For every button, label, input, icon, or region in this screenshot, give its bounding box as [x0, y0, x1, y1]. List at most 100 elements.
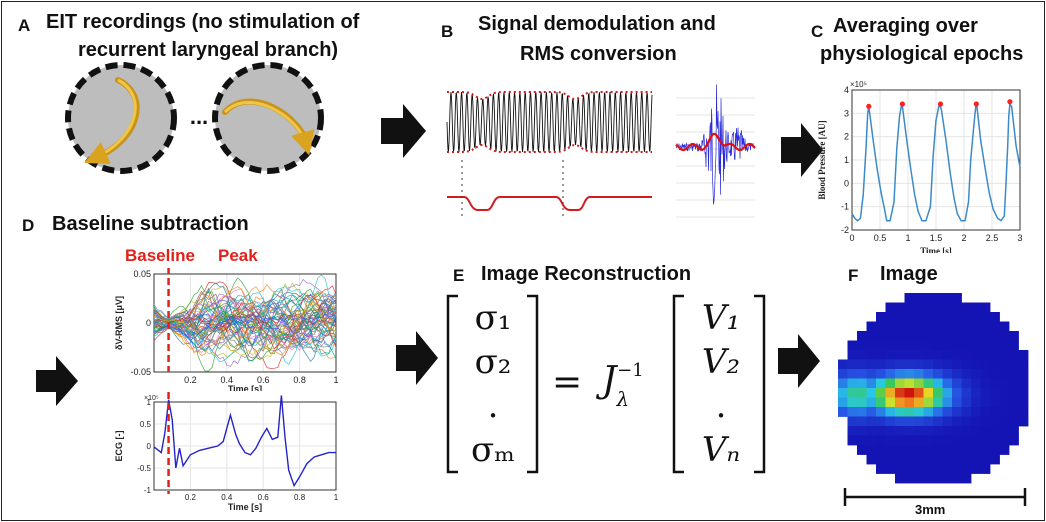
image-pixel — [914, 407, 924, 417]
image-pixel — [980, 388, 991, 398]
image-pixel — [952, 473, 962, 484]
image-pixel — [952, 435, 962, 446]
image-pixel — [876, 321, 886, 332]
image-pixel — [914, 340, 924, 351]
image-pixel — [838, 378, 848, 389]
image-pixel — [990, 340, 1000, 351]
image-pixel — [885, 426, 896, 436]
image-pixel — [876, 331, 886, 341]
image-pixel — [895, 426, 905, 436]
panel-c-letter: C — [811, 22, 824, 41]
image-pixel — [990, 435, 1000, 446]
image-pixel — [885, 302, 896, 313]
image-pixel — [933, 331, 943, 341]
image-pixel — [857, 340, 867, 351]
image-pixel — [847, 416, 858, 427]
image-pixel — [971, 302, 981, 313]
image-pixel — [980, 312, 991, 322]
image-pixel — [876, 454, 886, 465]
sigma-2: σ₂ — [474, 342, 512, 382]
image-pixel — [990, 388, 1000, 398]
image-pixel — [885, 350, 896, 360]
image-pixel — [914, 388, 924, 398]
image-pixel — [933, 416, 943, 427]
rms-envelope — [675, 132, 756, 152]
image-pixel — [942, 454, 953, 465]
image-pixel — [933, 454, 943, 465]
image-pixel — [971, 388, 981, 398]
image-pixel — [942, 340, 953, 351]
image-pixel — [914, 321, 924, 332]
x-tick-label: 0.2 — [184, 375, 197, 385]
image-pixel — [961, 454, 972, 465]
y-tick-label: -1 — [144, 486, 152, 495]
image-pixel — [980, 378, 991, 389]
image-pixel — [933, 388, 943, 398]
reconstructed-image — [838, 293, 1029, 484]
y-tick-label: -0.05 — [130, 367, 151, 377]
rms-trace — [153, 285, 337, 362]
image-pixel — [961, 359, 972, 370]
image-pixel — [980, 331, 991, 341]
image-pixel — [961, 426, 972, 436]
image-pixel — [838, 388, 848, 398]
image-pixel — [895, 473, 905, 484]
image-pixel — [914, 369, 924, 379]
ecg-ylabel: ECG [-] — [114, 431, 124, 462]
rhs-vector: V₁ V₂ . Vₙ — [682, 296, 760, 472]
image-pixel — [838, 369, 848, 379]
image-pixel — [914, 302, 924, 313]
panel-e-letter: E — [453, 266, 465, 285]
image-pixel — [904, 302, 915, 313]
image-pixel — [971, 435, 981, 446]
image-pixel — [1009, 369, 1019, 379]
image-pixel — [933, 293, 943, 303]
x-tick-label: 1 — [333, 375, 338, 385]
image-pixel — [971, 321, 981, 332]
image-pixel — [952, 331, 962, 341]
image-pixel — [980, 416, 991, 427]
lhs-vector: σ₁ σ₂ . σₘ — [454, 296, 532, 472]
image-pixel — [1009, 416, 1019, 427]
image-pixel — [1018, 407, 1029, 417]
image-pixel — [980, 321, 991, 332]
image-pixel — [914, 445, 924, 455]
image-pixel — [904, 359, 915, 370]
image-pixel — [857, 445, 867, 455]
image-pixel — [952, 350, 962, 360]
image-pixel — [857, 388, 867, 398]
image-pixel — [866, 397, 877, 408]
image-pixel — [933, 473, 943, 484]
v-2: V₂ — [701, 342, 741, 382]
image-pixel — [1018, 369, 1029, 379]
ecg-exponent: ×10⁵ — [144, 395, 159, 402]
image-pixel — [971, 378, 981, 389]
flow-arrow-d-to-e — [396, 331, 438, 385]
image-pixel — [857, 359, 867, 370]
image-pixel — [961, 350, 972, 360]
image-pixel — [952, 293, 962, 303]
image-pixel — [904, 397, 915, 408]
image-pixel — [961, 473, 972, 484]
image-pixel — [876, 435, 886, 446]
image-pixel — [904, 312, 915, 322]
image-pixel — [838, 359, 848, 370]
y-tick-label: 1 — [147, 398, 152, 407]
bp-peak-marker — [937, 101, 944, 107]
image-pixel — [971, 426, 981, 436]
image-pixel — [961, 416, 972, 427]
image-pixel — [895, 321, 905, 332]
image-pixel — [971, 407, 981, 417]
image-pixel — [847, 435, 858, 446]
bp-exponent: ×10⁵ — [850, 80, 867, 89]
image-pixel — [895, 331, 905, 341]
image-pixel — [923, 454, 934, 465]
image-pixel — [999, 331, 1010, 341]
image-pixel — [885, 416, 896, 427]
image-pixel — [904, 350, 915, 360]
electrode-ring-right — [212, 62, 324, 174]
image-pixel — [999, 435, 1010, 446]
image-pixel — [942, 445, 953, 455]
image-pixel — [999, 416, 1010, 427]
rms-trace — [153, 308, 337, 339]
